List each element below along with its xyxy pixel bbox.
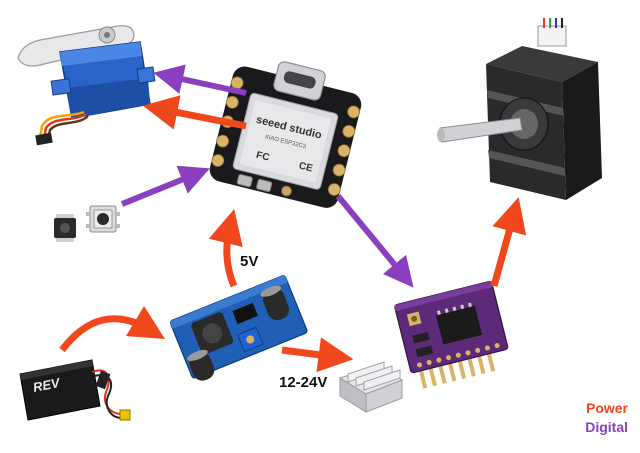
digital-arrow-board-to-driver bbox=[335, 194, 414, 288]
battery-pack-icon: REV bbox=[19, 359, 131, 421]
stepper-driver-icon bbox=[394, 281, 509, 389]
servo-motor-icon bbox=[17, 25, 156, 146]
microcontroller-board-icon: seeed studio XIAO ESP32C3 FC CE bbox=[209, 61, 362, 208]
legend-power: Power bbox=[585, 400, 628, 416]
stepper-motor-icon bbox=[437, 18, 602, 200]
power-arrow-converter-to-driver bbox=[281, 337, 354, 373]
ce-mark: CE bbox=[298, 160, 314, 174]
power-arrow-converter-to-board bbox=[208, 209, 243, 288]
power-arrow-board-to-servo bbox=[142, 95, 247, 130]
battery-brand: REV bbox=[32, 375, 62, 395]
buck-converter-icon bbox=[169, 274, 308, 381]
voltage-label-5v: 5V bbox=[240, 253, 259, 270]
voltage-label-12-24v: 12-24V bbox=[279, 374, 328, 391]
power-arrow-driver-to-stepper bbox=[490, 197, 527, 287]
digital-arrow-board-to-servo bbox=[153, 64, 247, 96]
heatsink-icon bbox=[338, 361, 404, 413]
push-button-icon bbox=[54, 205, 120, 242]
digital-arrow-buttons-to-board bbox=[120, 165, 210, 207]
fc-mark: FC bbox=[255, 150, 271, 164]
power-arrow-battery-to-converter bbox=[59, 305, 166, 353]
legend-digital: Digital bbox=[585, 419, 628, 435]
